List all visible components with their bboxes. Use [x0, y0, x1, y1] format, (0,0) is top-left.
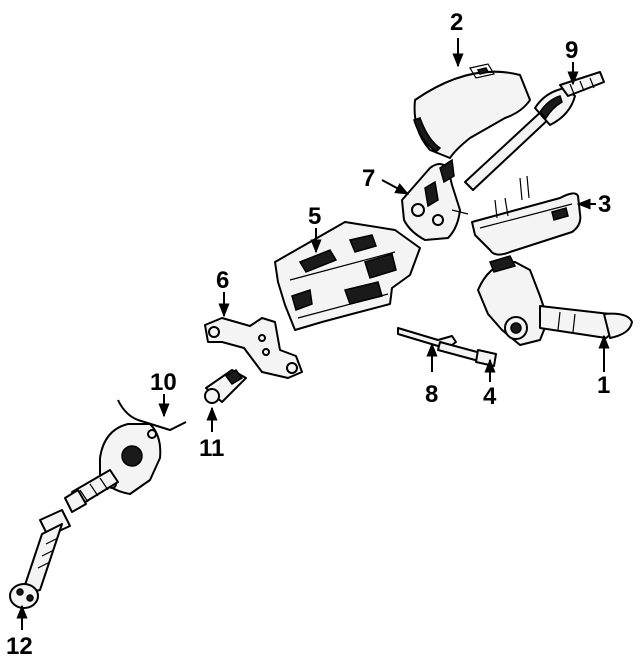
part-6-mounting-bracket	[204, 317, 303, 379]
callout-9: 9	[565, 37, 578, 64]
part-1-multifunction-switch	[477, 255, 633, 346]
callout-1: 1	[597, 372, 610, 399]
part-9-steering-shaft	[464, 71, 605, 191]
part-12-lower-shaft	[9, 509, 71, 609]
leader-arrows	[16, 38, 610, 630]
part-3-lower-shroud	[471, 175, 582, 256]
part-2-upper-shroud	[413, 63, 531, 159]
callout-4: 4	[483, 383, 497, 410]
callout-7: 7	[362, 165, 375, 192]
part-11-sensor	[204, 369, 247, 404]
callout-10: 10	[150, 369, 177, 396]
callout-labels: 1 2 3 4 5 6 7 8 9 10 11 12	[6, 9, 611, 660]
part-4-sleeve	[437, 341, 497, 367]
callout-6: 6	[216, 267, 229, 294]
part-5-column-housing	[274, 221, 421, 331]
callout-2: 2	[450, 9, 463, 36]
callout-8: 8	[425, 381, 438, 408]
part-10-intermediate-shaft	[64, 399, 187, 513]
callout-5: 5	[308, 203, 321, 230]
part-7-lock-actuator	[401, 158, 469, 241]
callout-12: 12	[6, 633, 33, 660]
callout-3: 3	[598, 191, 611, 218]
arrow-7	[381, 179, 410, 195]
callout-11: 11	[199, 435, 224, 462]
